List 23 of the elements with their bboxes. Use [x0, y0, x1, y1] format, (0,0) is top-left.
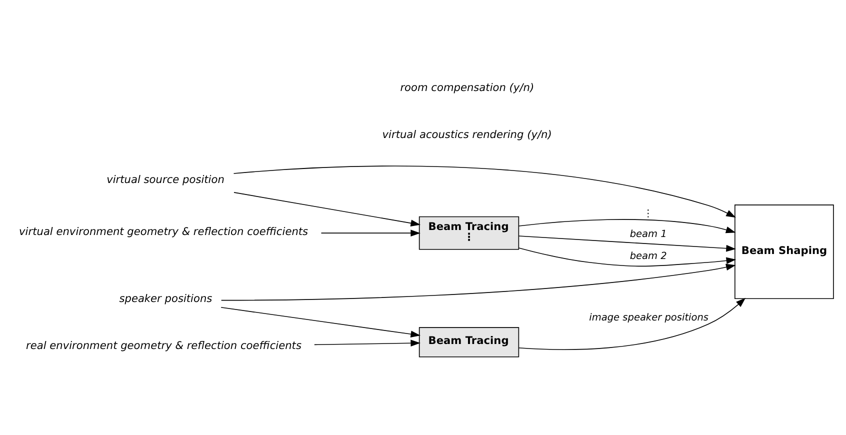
- node-box: Beam Tracing ⋮: [418, 216, 520, 250]
- label: virtual acoustics rendering (y/n): [382, 128, 552, 141]
- edge-label: beam 2: [630, 250, 667, 262]
- edge-label: beam 1: [630, 228, 667, 240]
- arrow: [518, 218, 736, 233]
- arrow: [314, 339, 420, 346]
- arrow: [233, 165, 736, 218]
- arrow: [518, 297, 746, 350]
- arrow: [234, 192, 421, 226]
- edge-label: ⋮: [643, 208, 654, 219]
- node-text: real environment geometry & reflection coefficients: [26, 340, 302, 352]
- label: room compensation (y/n): [400, 81, 534, 94]
- node-box: Beam Tracing: [418, 326, 520, 357]
- node-text: virtual environment geometry & reflection coefficients: [19, 226, 308, 238]
- arrow: [518, 235, 736, 252]
- arrow: [518, 247, 736, 266]
- node-text: speaker positions: [119, 292, 212, 304]
- arrow: [220, 263, 736, 300]
- arrow: [320, 229, 420, 236]
- node-text: virtual source position: [106, 173, 224, 186]
- edge-label: image speaker positions: [589, 312, 708, 324]
- node-box: Beam Shaping: [734, 204, 834, 299]
- arrow: [220, 306, 421, 337]
